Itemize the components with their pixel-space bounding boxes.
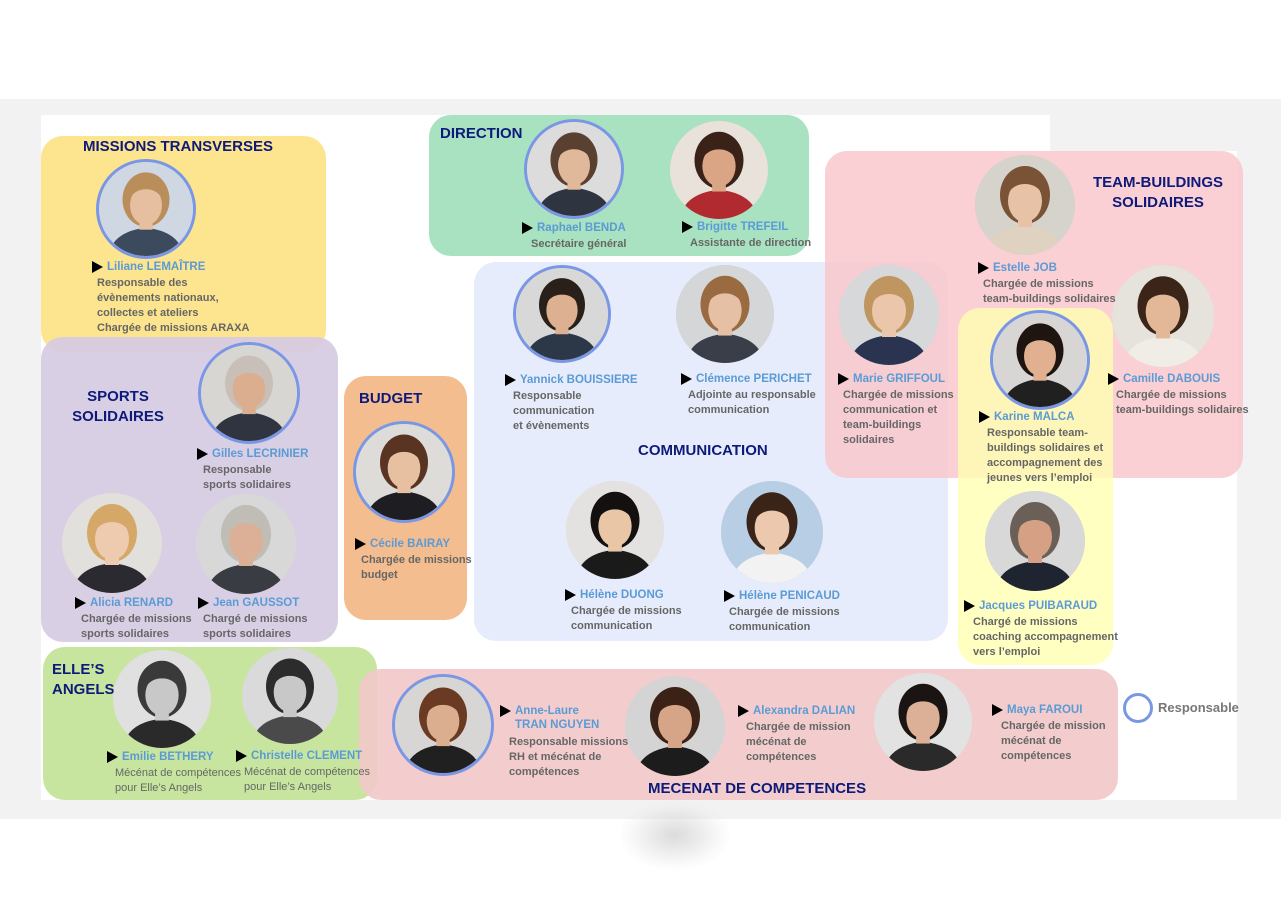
role-christelle: Mécénat de compétences pour Elle’s Angel… [244,766,370,793]
portrait-silhouette [395,677,491,773]
portrait-silhouette [113,650,211,748]
name-emilie: Emilie BETHERY [107,750,214,764]
photo-helene-penicaud [721,481,823,583]
role-gilles: Responsable sports solidaires [203,464,292,491]
portrait-silhouette [874,673,972,771]
name-alexandra: Alexandra DALIAN [738,704,855,718]
corner-block [1050,115,1237,151]
portrait-silhouette [670,121,768,219]
name-liliane: Liliane LEMAÎTRE [92,260,205,274]
role-helene-penicaud: Chargée de missions communication [729,606,840,633]
portrait-silhouette [196,494,296,594]
role-emilie: Mécénat de compétences pour Elle’s Angel… [115,767,241,794]
name-anne-laure: Anne-Laure TRAN NGUYEN [500,704,599,732]
portrait-silhouette [676,265,774,363]
name-marie: Marie GRIFFOUL [838,372,945,386]
role-jean: Chargé de missions sports solidaires [203,613,308,640]
title-direction: DIRECTION [440,125,523,142]
title-mecenat: MECENAT DE COMPETENCES [648,780,867,797]
title-sports-solidaires: SPORTS SOLIDAIRES [72,388,164,425]
photo-clemence [676,265,774,363]
role-alicia: Chargée de missions sports solidaires [81,613,192,640]
name-jacques: Jacques PUIBARAUD [964,599,1097,613]
role-camille: Chargée de missions team-buildings solid… [1116,389,1249,416]
photo-liliane [96,159,196,259]
name-helene-duong: Hélène DUONG [565,588,664,602]
photo-alicia [62,493,162,593]
role-jacques: Chargé de missions coaching accompagneme… [973,616,1118,658]
portrait-silhouette [566,481,664,579]
portrait-silhouette [993,313,1087,407]
title-missions-transverses: MISSIONS TRANSVERSES [83,138,274,155]
role-estelle: Chargée de missions team-buildings solid… [983,278,1116,305]
photo-jacques [985,491,1085,591]
portrait-silhouette [356,424,452,520]
role-alexandra: Chargée de mission mécénat de compétence… [746,721,851,763]
photo-alexandra [625,676,725,776]
photo-cecile [353,421,455,523]
portrait-silhouette [527,122,621,216]
photo-estelle [975,155,1075,255]
name-karine: Karine MALCA [979,410,1075,424]
role-liliane: Responsable des évènements nationaux, co… [97,277,250,334]
legend-responsable-label: Responsable [1158,700,1239,715]
portrait-silhouette [242,648,338,744]
portrait-silhouette [1112,265,1214,367]
photo-karine [990,310,1090,410]
portrait-silhouette [839,265,939,365]
portrait-silhouette [975,155,1075,255]
portrait-silhouette [625,676,725,776]
name-raphael: Raphael BENDA [522,221,626,235]
name-alicia: Alicia RENARD [75,596,173,610]
name-maya: Maya FAROUI [992,703,1082,717]
group-missions-transverses [41,136,326,352]
role-brigitte: Assistante de direction [690,237,812,249]
name-camille: Camille DABOUIS [1108,372,1220,386]
role-helene-duong: Chargée de missions communication [571,605,682,632]
photo-anne-laure [392,674,494,776]
role-cecile: Chargée de missions budget [361,554,472,581]
title-team-buildings: TEAM-BUILDINGS SOLIDAIRES [1093,174,1223,211]
photo-jean [196,494,296,594]
portrait-silhouette [201,345,297,441]
role-karine: Responsable team- buildings solidaires e… [987,427,1104,484]
drop-shadow [620,800,730,870]
role-yannick: Responsable communication et évènements [513,390,595,432]
photo-raphael [524,119,624,219]
role-clemence: Adjointe au responsable communication [688,389,816,416]
title-elles-angels: ELLE’S ANGELS [52,661,115,698]
portrait-silhouette [516,268,608,360]
photo-helene-duong [566,481,664,579]
name-jean: Jean GAUSSOT [198,596,299,610]
role-raphael: Secrétaire général [531,238,627,250]
role-marie: Chargée de missions communication et tea… [843,389,954,446]
portrait-silhouette [62,493,162,593]
photo-camille [1112,265,1214,367]
photo-brigitte [670,121,768,219]
photo-yannick [513,265,611,363]
role-anne-laure: Responsable missions RH et mécénat de co… [509,736,629,778]
portrait-silhouette [721,481,823,583]
photo-marie [839,265,939,365]
name-gilles: Gilles LECRINIER [197,447,309,461]
name-brigitte: Brigitte TREFEIL [682,220,788,234]
portrait-silhouette [985,491,1085,591]
name-helene-penicaud: Hélène PENICAUD [724,589,840,603]
photo-christelle [242,648,338,744]
role-maya: Chargée de mission mécénat de compétence… [1001,720,1106,762]
name-clemence: Clémence PERICHET [681,372,812,386]
legend-responsable-circle [1123,693,1153,723]
title-communication: COMMUNICATION [638,442,768,459]
photo-gilles [198,342,300,444]
name-christelle: Christelle CLEMENT [236,749,362,763]
name-estelle: Estelle JOB [978,261,1057,275]
photo-emilie [113,650,211,748]
photo-maya [874,673,972,771]
name-yannick: Yannick BOUISSIERE [505,373,638,387]
name-cecile: Cécile BAIRAY [355,537,450,551]
title-budget: BUDGET [359,390,423,407]
portrait-silhouette [99,162,193,256]
